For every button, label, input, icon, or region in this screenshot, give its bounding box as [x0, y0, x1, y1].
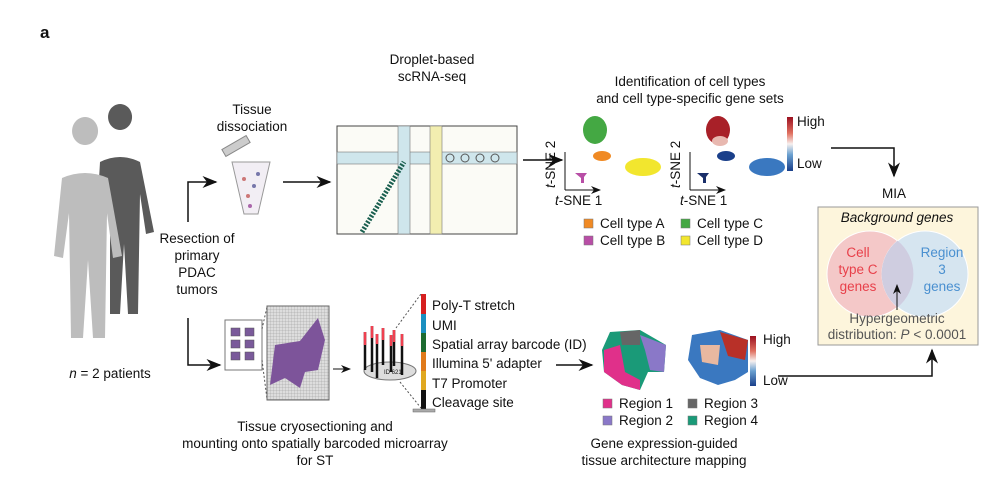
- svg-text:Cell: Cell: [846, 245, 869, 260]
- tsne-plot-cell-types: t-SNE 1 t-SNE 2: [543, 116, 661, 208]
- barcode-part-label: Poly-T stretch: [432, 298, 515, 313]
- colorbar: [787, 117, 793, 171]
- panel-label: a: [40, 23, 50, 42]
- tissue-dissociation-label: Tissue: [232, 102, 271, 117]
- gene-expression-label: Gene expression-guided tissue architectu…: [581, 436, 746, 468]
- svg-text:primary: primary: [174, 248, 219, 263]
- svg-text:Region 4: Region 4: [704, 413, 759, 428]
- st-region-map: [602, 330, 666, 390]
- arrow-to-dissociation: [187, 176, 218, 222]
- tube-icon: [221, 134, 271, 215]
- barcode-part-label: Illumina 5' adapter: [432, 356, 542, 371]
- barcode-part-label: UMI: [432, 318, 457, 333]
- microfluidic-chip-icon: [336, 125, 518, 235]
- colorbar-high-label: High: [797, 114, 825, 129]
- svg-text:Background genes: Background genes: [841, 210, 954, 225]
- svg-text:Cell type C: Cell type C: [697, 216, 763, 231]
- barcode-part-label: T7 Promoter: [432, 376, 508, 391]
- svg-text:genes: genes: [924, 279, 961, 294]
- svg-text:Gene expression-guided: Gene expression-guided: [590, 436, 737, 451]
- patients-label: n = 2 patients: [69, 366, 151, 381]
- mia-title: MIA: [882, 186, 906, 201]
- svg-text:Cell type A: Cell type A: [600, 216, 665, 231]
- svg-text:dissociation: dissociation: [217, 119, 288, 134]
- svg-text:genes: genes: [840, 279, 877, 294]
- svg-text:type C: type C: [838, 262, 877, 277]
- svg-text:tumors: tumors: [176, 282, 218, 297]
- barcoded-probes-icon: ID 621: [363, 293, 422, 409]
- svg-text:and cell type-specific gene se: and cell type-specific gene sets: [596, 91, 784, 106]
- arrow-to-mia-bottom: [778, 348, 938, 377]
- identification-label: Identification of cell types: [615, 74, 766, 89]
- svg-text:t-SNE 1: t-SNE 1: [680, 193, 727, 208]
- st-expression-map: [688, 330, 748, 385]
- barcode-structure: Poly-T stretch UMI Spatial array barcode…: [412, 294, 587, 413]
- colorbar: [750, 336, 756, 386]
- arrow-to-mia: [831, 147, 900, 178]
- svg-text:Hypergeometric: Hypergeometric: [849, 311, 945, 326]
- cell-type-legend: Cell type A Cell type B Cell type C Cell…: [583, 216, 763, 248]
- patient-silhouettes-icon: [54, 104, 154, 338]
- slide-icon: [224, 306, 268, 400]
- svg-text:Region 1: Region 1: [619, 396, 673, 411]
- svg-text:tissue architecture mapping: tissue architecture mapping: [581, 453, 746, 468]
- barcode-part-label: Spatial array barcode (ID): [432, 337, 587, 352]
- svg-text:Cell type D: Cell type D: [697, 233, 763, 248]
- arrow-to-cryosection: [187, 318, 222, 371]
- region-legend: Region 1 Region 3 Region 2 Region 4: [602, 396, 759, 428]
- cryosection-label: Tissue cryosectioning and mounting onto …: [182, 419, 448, 468]
- droplet-label: Droplet-based: [390, 52, 475, 67]
- svg-text:t-SNE 2: t-SNE 2: [668, 141, 683, 188]
- svg-text:ID 621: ID 621: [384, 370, 402, 376]
- barcode-part-label: Cleavage site: [432, 395, 514, 410]
- tissue-section-image: [266, 305, 330, 401]
- svg-text:3: 3: [938, 262, 946, 277]
- tsne-y-label: t-SNE 2: [543, 141, 558, 188]
- svg-text:mounting onto spatially barcod: mounting onto spatially barcoded microar…: [182, 436, 448, 451]
- svg-text:scRNA-seq: scRNA-seq: [398, 69, 466, 84]
- svg-text:Resection of: Resection of: [159, 231, 234, 246]
- svg-text:Cell type B: Cell type B: [600, 233, 665, 248]
- svg-text:for ST: for ST: [297, 453, 334, 468]
- svg-text:Region 2: Region 2: [619, 413, 673, 428]
- svg-text:PDAC: PDAC: [178, 265, 216, 280]
- resection-label: Resection of primary PDAC tumors: [159, 231, 234, 297]
- mia-venn-box: Background genes Cell type C genes Regio…: [817, 206, 979, 346]
- svg-text:Region: Region: [921, 245, 964, 260]
- svg-text:Region 3: Region 3: [704, 396, 758, 411]
- tsne-plot-expression: t-SNE 1 t-SNE 2: [668, 116, 785, 208]
- svg-text:Tissue cryosectioning and: Tissue cryosectioning and: [237, 419, 393, 434]
- svg-text:distribution: P < 0.0001: distribution: P < 0.0001: [828, 327, 967, 342]
- colorbar-high-label: High: [763, 332, 791, 347]
- tsne-x-label: t-SNE 1: [555, 193, 602, 208]
- colorbar-low-label: Low: [797, 156, 822, 171]
